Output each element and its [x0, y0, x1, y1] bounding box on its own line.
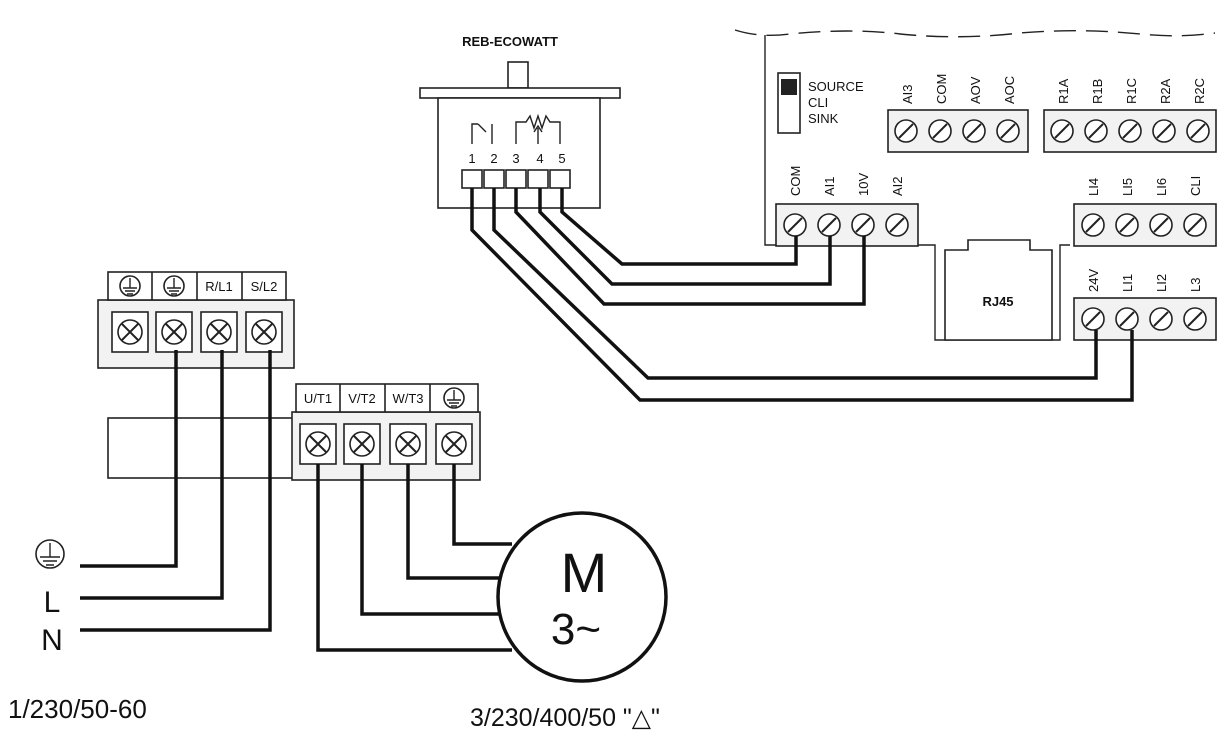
potentiometer-pin-1: 1 — [468, 151, 475, 166]
switch-label-cli: CLI — [808, 95, 828, 110]
terminal-label-ai1: AI1 — [822, 176, 837, 196]
potentiometer-wires — [470, 188, 1134, 402]
potentiometer-pin-5: 5 — [558, 151, 565, 166]
switch-label-source: SOURCE — [808, 79, 864, 94]
terminal-block-logic-inputs-upper: LI4 LI5 LI6 CLI — [1073, 176, 1217, 247]
motor-phase: 3~ — [551, 605, 601, 654]
potentiometer-pin-sockets — [461, 169, 571, 189]
screw-terminal[interactable] — [894, 119, 1020, 143]
screw-terminal[interactable] — [1050, 119, 1210, 143]
terminal-label-li5: LI5 — [1120, 178, 1135, 196]
supply-wires — [80, 350, 272, 632]
terminal-label-r1c: R1C — [1124, 78, 1139, 104]
motor: M 3~ — [496, 511, 668, 683]
terminal-label-s-l2: S/L2 — [251, 279, 278, 294]
terminal-label-ai2: AI2 — [890, 176, 905, 196]
terminal-label-aov: AOV — [968, 76, 983, 104]
terminal-label-r-l1: R/L1 — [205, 279, 232, 294]
supply-ground-symbol — [35, 539, 65, 569]
rj45-port[interactable]: RJ45 — [944, 239, 1053, 341]
motor-symbol: M — [561, 541, 608, 604]
controller-board — [734, 29, 1216, 341]
terminal-label-li6: LI6 — [1154, 178, 1169, 196]
ground-icon — [119, 275, 141, 297]
supply-rating: 1/230/50-60 — [8, 694, 147, 724]
terminal-label-l3: L3 — [1188, 278, 1203, 292]
terminal-label-u-t1: U/T1 — [304, 391, 332, 406]
terminal-label-com-top: COM — [934, 74, 949, 104]
ground-icon — [443, 387, 465, 409]
source-sink-switch[interactable]: SOURCE CLI SINK — [777, 72, 864, 134]
terminal-label-li1: LI1 — [1120, 274, 1135, 292]
potentiometer-pin-2: 2 — [490, 151, 497, 166]
terminal-label-r1b: R1B — [1090, 79, 1105, 104]
terminal-block-analog-out: AI3 COM AOV AOC — [887, 74, 1029, 153]
terminal-label-v-t2: V/T2 — [348, 391, 375, 406]
terminal-block-analog-in: COM AI1 10V AI2 — [775, 166, 919, 247]
terminal-label-com: COM — [788, 166, 803, 196]
potentiometer-title: REB-ECOWATT — [462, 34, 558, 49]
terminal-block-logic-inputs-lower: 24V LI1 LI2 L3 — [1073, 269, 1217, 341]
rj45-label: RJ45 — [982, 294, 1013, 309]
screw-terminal[interactable] — [111, 311, 283, 353]
terminal-label-24v: 24V — [1086, 269, 1101, 292]
terminal-label-10v: 10V — [856, 173, 871, 196]
potentiometer-knob[interactable] — [507, 61, 529, 89]
potentiometer-reb-ecowatt: REB-ECOWATT 1 2 3 4 5 — [419, 34, 621, 209]
terminal-label-li4: LI4 — [1086, 178, 1101, 196]
supply-line-label: L — [44, 586, 61, 619]
switch-label-sink: SINK — [808, 111, 839, 126]
terminal-label-cli: CLI — [1188, 176, 1203, 196]
terminal-label-r2c: R2C — [1192, 78, 1207, 104]
screw-terminal[interactable] — [1081, 213, 1207, 237]
terminal-label-ai3: AI3 — [900, 84, 915, 104]
terminal-label-aoc: AOC — [1002, 76, 1017, 104]
terminal-block-relay: R1A R1B R1C R2A R2C — [1043, 78, 1217, 153]
screw-terminal[interactable] — [1081, 307, 1207, 331]
motor-wires — [316, 464, 512, 652]
potentiometer-pin-4: 4 — [536, 151, 543, 166]
power-output-block: U/T1 V/T2 W/T3 — [291, 383, 481, 481]
potentiometer-pin-3: 3 — [512, 151, 519, 166]
ground-icon — [163, 275, 185, 297]
motor-rating: 3/230/400/50 "△" — [470, 704, 660, 732]
terminal-label-r2a: R2A — [1158, 78, 1173, 104]
terminal-label-li2: LI2 — [1154, 274, 1169, 292]
terminal-label-r1a: R1A — [1056, 78, 1071, 104]
supply-neutral-label: N — [41, 624, 63, 657]
power-input-block: R/L1 S/L2 — [97, 271, 295, 369]
terminal-label-w-t3: W/T3 — [392, 391, 423, 406]
